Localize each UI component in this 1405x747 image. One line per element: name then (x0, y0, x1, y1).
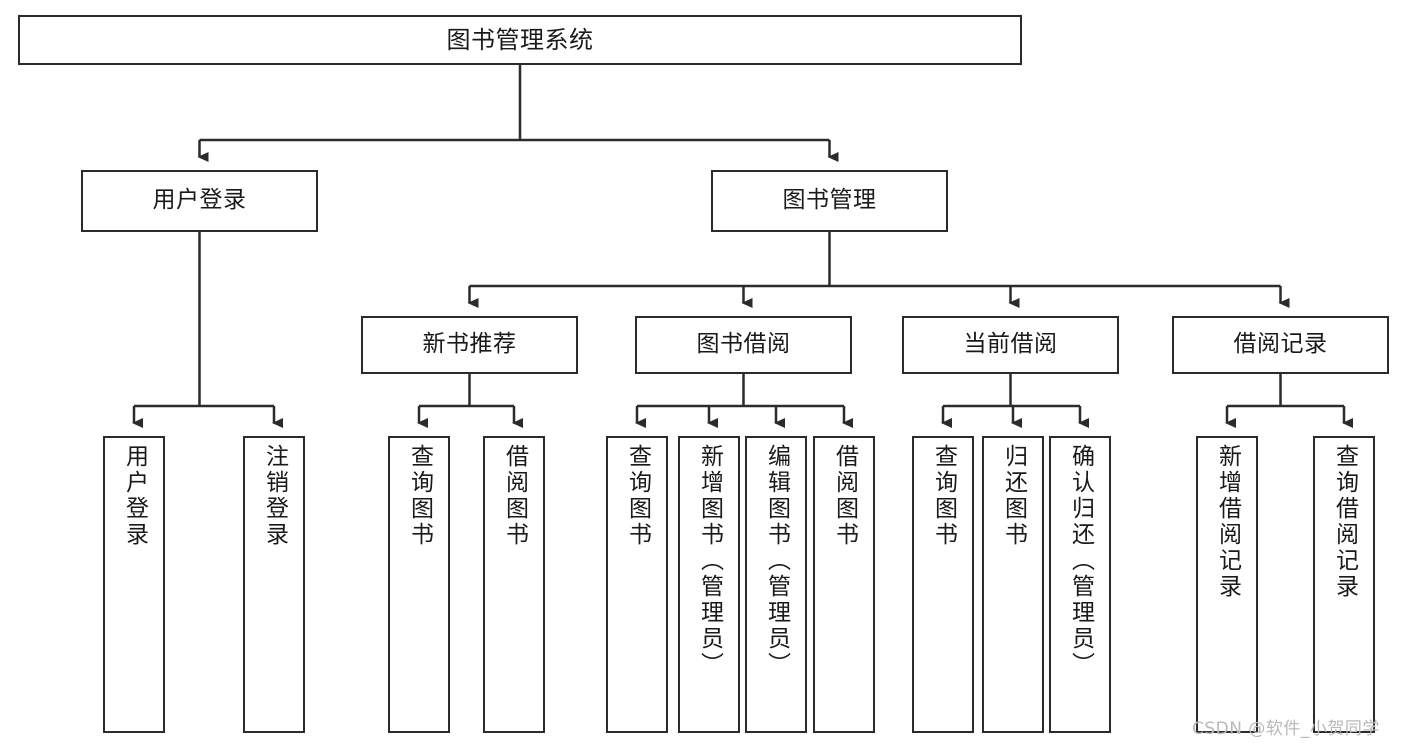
node-label: 图书管理系统 (446, 25, 594, 54)
node-records[interactable]: 借阅记录 (1172, 316, 1389, 374)
node-label: 查询图书 (930, 444, 957, 548)
node-leaf-edit-book[interactable]: 编辑图书（管理员） (745, 436, 807, 733)
node-label: 用户登录 (121, 444, 148, 548)
node-login[interactable]: 用户登录 (81, 170, 318, 232)
node-leaf-confirm-return[interactable]: 确认归还（管理员） (1049, 436, 1111, 733)
node-label: 图书借阅 (696, 331, 791, 358)
node-label: 借阅图书 (831, 444, 858, 548)
node-label: 新增借阅记录 (1214, 444, 1241, 600)
node-label: 新书推荐 (422, 331, 517, 358)
node-leaf-return-book[interactable]: 归还图书 (982, 436, 1044, 733)
node-leaf-add-book[interactable]: 新增图书（管理员） (678, 436, 740, 733)
node-root[interactable]: 图书管理系统 (18, 15, 1022, 65)
node-leaf-query-book-3[interactable]: 查询图书 (912, 436, 974, 733)
node-label: 归还图书 (1000, 444, 1027, 548)
node-label: 查询图书 (406, 444, 433, 548)
node-label: 查询借阅记录 (1331, 444, 1358, 600)
node-borrow[interactable]: 图书借阅 (635, 316, 852, 374)
node-label: 注销登录 (261, 444, 288, 548)
node-bookmgmt[interactable]: 图书管理 (711, 170, 948, 232)
node-label: 编辑图书（管理员） (763, 444, 790, 678)
watermark: CSDN @软件_小贺同学 (1192, 719, 1380, 739)
node-newbook[interactable]: 新书推荐 (361, 316, 578, 374)
node-label: 借阅图书 (501, 444, 528, 548)
node-leaf-add-record[interactable]: 新增借阅记录 (1196, 436, 1258, 733)
node-leaf-user-logout[interactable]: 注销登录 (243, 436, 305, 733)
node-label: 当前借阅 (963, 331, 1058, 358)
node-leaf-borrow-book-1[interactable]: 借阅图书 (483, 436, 545, 733)
node-leaf-query-book-2[interactable]: 查询图书 (606, 436, 668, 733)
node-label: 图书管理 (782, 187, 877, 214)
node-leaf-borrow-book-2[interactable]: 借阅图书 (813, 436, 875, 733)
node-label: 用户登录 (152, 187, 247, 214)
node-label: 查询图书 (624, 444, 651, 548)
node-leaf-query-record[interactable]: 查询借阅记录 (1313, 436, 1375, 733)
node-leaf-query-book-1[interactable]: 查询图书 (388, 436, 450, 733)
node-leaf-user-login[interactable]: 用户登录 (103, 436, 165, 733)
node-label: 借阅记录 (1233, 331, 1328, 358)
node-label: 新增图书（管理员） (696, 444, 723, 678)
node-label: 确认归还（管理员） (1067, 444, 1094, 678)
node-current[interactable]: 当前借阅 (902, 316, 1119, 374)
